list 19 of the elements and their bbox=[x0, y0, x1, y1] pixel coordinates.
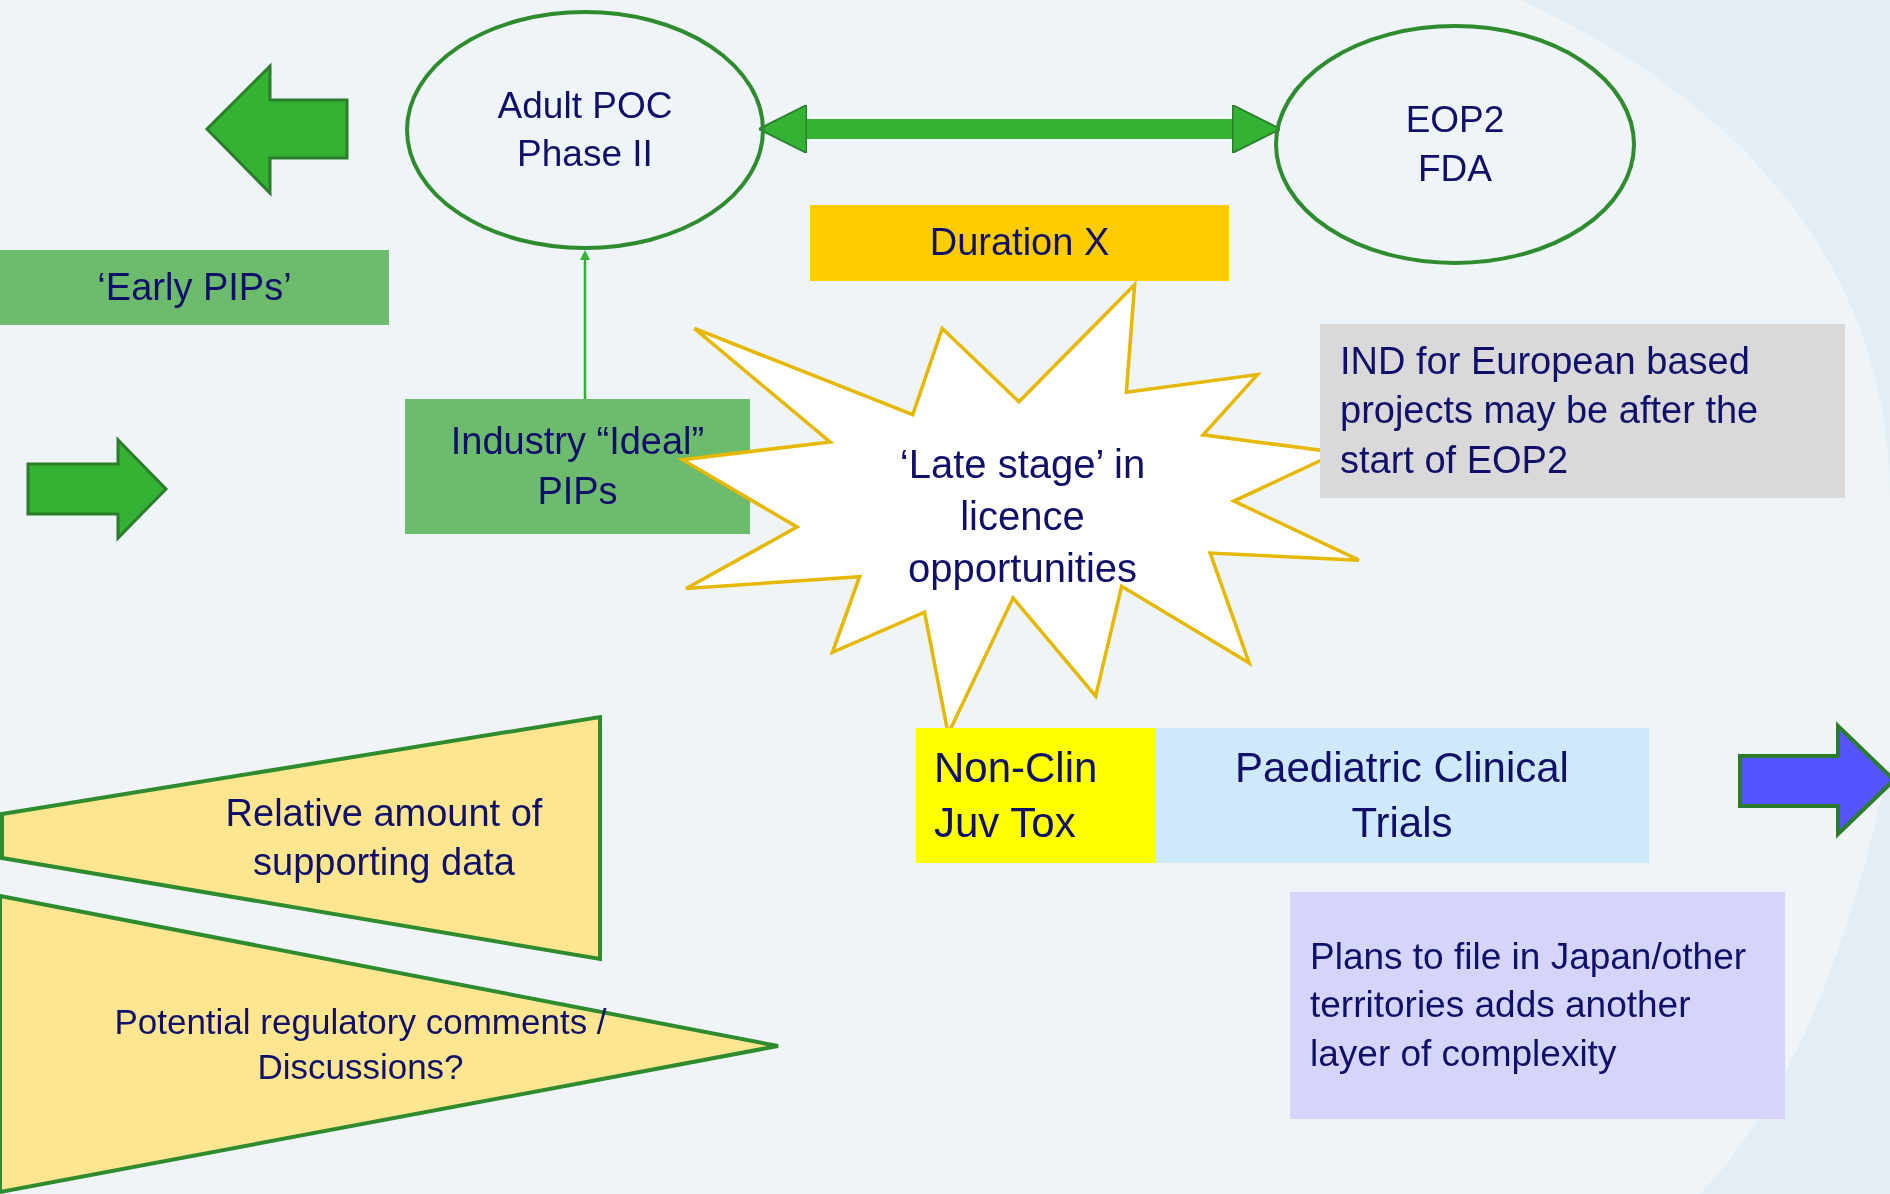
text-box bbox=[1290, 892, 1785, 1119]
text-box bbox=[810, 205, 1229, 281]
node-label: Plans to file in Japan/other territories adds another layer of complexity bbox=[1310, 935, 1748, 1076]
node-label: Adult POC Phase II bbox=[496, 83, 674, 176]
node-label: Relative amount of supporting data bbox=[224, 790, 544, 885]
node-label: Industry “Ideal” PIPs bbox=[449, 419, 706, 514]
node-label: Potential regulatory comments / Discussions? bbox=[113, 1000, 608, 1088]
node-label: Paediatric Clinical Trials bbox=[1234, 742, 1570, 848]
text-box bbox=[0, 250, 389, 325]
node-label: Non-Clin Juv Tox bbox=[934, 742, 1099, 848]
node-label: Duration X bbox=[929, 220, 1110, 266]
text-box bbox=[916, 728, 1155, 863]
text-box bbox=[1155, 728, 1649, 863]
text-box bbox=[405, 399, 750, 534]
node-label: IND for European based projects may be after the start of EOP2 bbox=[1340, 338, 1760, 483]
node-label: ‘Late stage’ in licence opportunities bbox=[898, 440, 1147, 592]
node-label: ‘Early PIPs’ bbox=[97, 264, 292, 310]
node-label: EOP2 FDA bbox=[1404, 98, 1506, 191]
text-box bbox=[1320, 324, 1845, 498]
